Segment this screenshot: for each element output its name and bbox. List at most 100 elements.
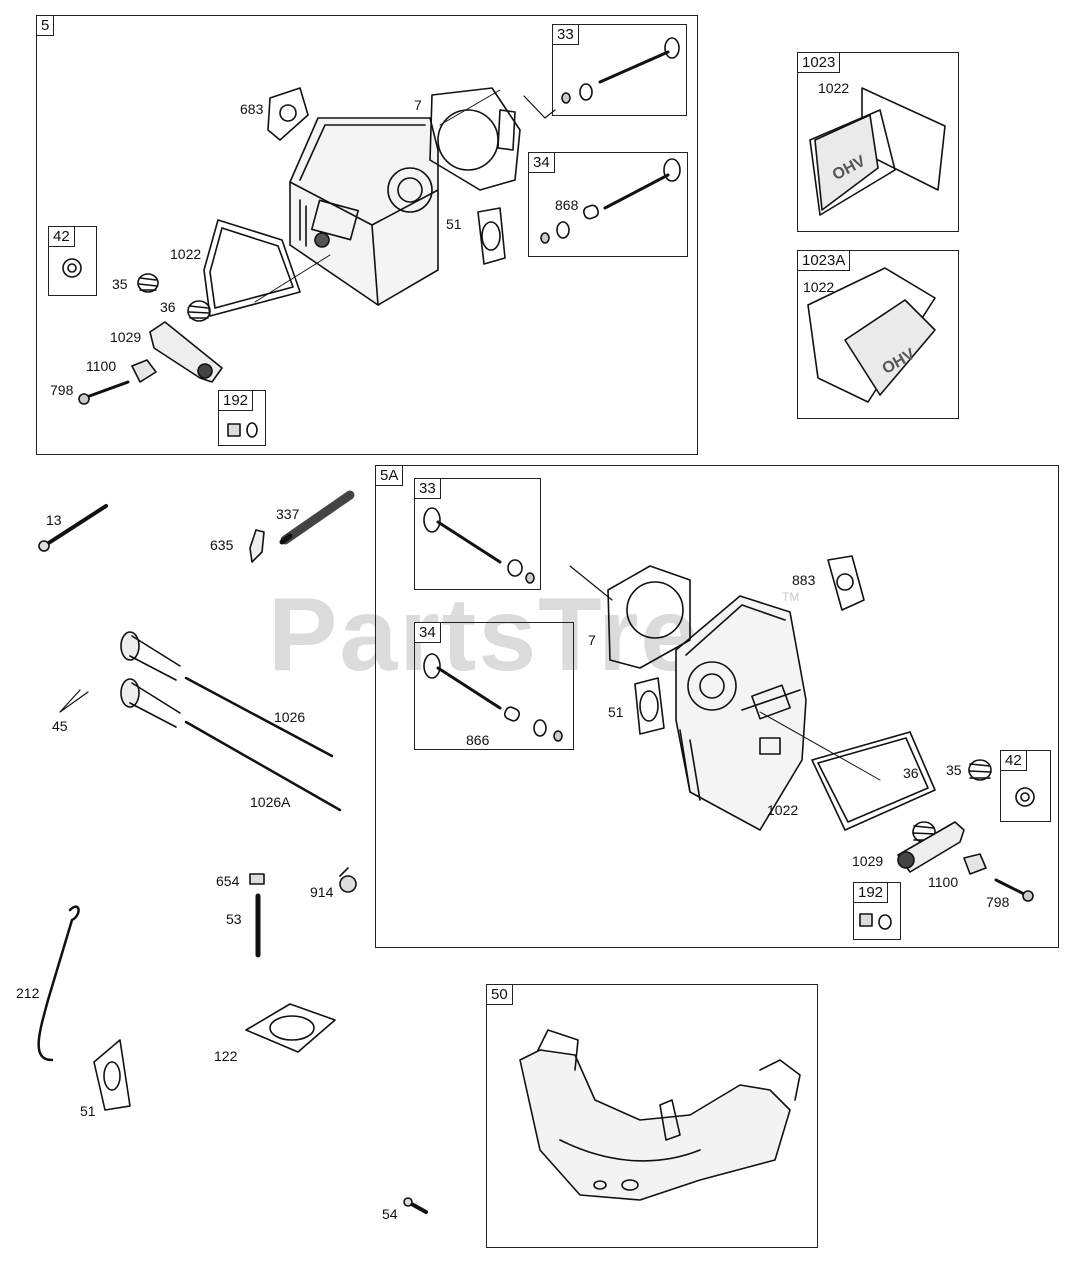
gasket-51-upper xyxy=(477,207,506,265)
group-34-upper-tag: 34 xyxy=(529,153,555,173)
callout-866-lower: 866 xyxy=(466,732,490,748)
group-34-lower-tag: 34 xyxy=(415,623,441,643)
nut-192-upper xyxy=(227,422,258,438)
spring-35-upper xyxy=(137,273,159,293)
callout-654: 654 xyxy=(216,873,240,889)
group-1023A: 1023A xyxy=(797,250,959,419)
callout-212: 212 xyxy=(16,985,40,1001)
callout-35-lower: 35 xyxy=(946,762,962,778)
valve-34-lower xyxy=(423,653,563,742)
group-192-lower-tag: 192 xyxy=(854,883,889,903)
pivot-1100-upper xyxy=(131,359,157,383)
nut-192-lower xyxy=(859,913,892,930)
callout-883-lower: 883 xyxy=(792,572,816,588)
group-33-upper: 33 xyxy=(552,24,687,116)
rocker-gasket-1022-upper xyxy=(203,219,301,317)
callout-798-upper: 798 xyxy=(50,382,74,398)
group-1023A-tag: 1023A xyxy=(798,251,851,271)
callout-51-lower: 51 xyxy=(608,704,624,720)
exhaust-gasket-683-upper xyxy=(267,87,309,141)
valve-33-upper xyxy=(561,37,680,104)
rocker-cover-1023: OHV xyxy=(809,87,946,216)
group-42-lower-tag: 42 xyxy=(1001,751,1027,771)
spring-35-lower xyxy=(968,759,992,781)
group-5A: 5A xyxy=(375,465,1059,948)
callout-683-upper: 683 xyxy=(240,101,264,117)
callout-337: 337 xyxy=(276,506,300,522)
callout-122: 122 xyxy=(214,1048,238,1064)
callout-868-upper: 868 xyxy=(555,197,579,213)
cylinder-head-lower xyxy=(675,595,807,831)
boot-635 xyxy=(249,529,265,563)
group-33-upper-tag: 33 xyxy=(553,25,579,45)
pivot-1100-lower xyxy=(963,853,987,875)
breather-914 xyxy=(339,867,357,893)
governor-link-212 xyxy=(37,905,80,1062)
spring-36-upper xyxy=(187,300,211,322)
group-5-tag: 5 xyxy=(37,16,55,36)
callout-1100-upper: 1100 xyxy=(86,358,117,374)
seal-42-lower xyxy=(1015,787,1035,807)
callout-1026A: 1026A xyxy=(250,794,291,810)
group-34-upper: 34 xyxy=(528,152,688,257)
watermark-tm: TM xyxy=(782,590,800,604)
group-5: 5 xyxy=(36,15,698,455)
callout-914: 914 xyxy=(310,884,334,900)
group-50-tag: 50 xyxy=(487,985,513,1005)
head-bolt-13 xyxy=(38,504,108,552)
callout-53: 53 xyxy=(226,911,242,927)
bolt-54 xyxy=(403,1197,428,1214)
callout-1029-upper: 1029 xyxy=(110,329,142,345)
callout-7-upper: 7 xyxy=(414,97,422,113)
callout-1026: 1026 xyxy=(274,709,306,725)
group-1023: 1023 xyxy=(797,52,959,232)
group-42-upper-tag: 42 xyxy=(49,227,75,247)
group-1023-tag: 1023 xyxy=(798,53,841,73)
callout-54: 54 xyxy=(382,1206,398,1222)
callout-51-loose: 51 xyxy=(80,1103,96,1119)
group-34-lower: 34 xyxy=(414,622,574,750)
rocker-arm-1029-upper xyxy=(149,321,223,383)
head-gasket-7-lower xyxy=(607,565,691,669)
rocker-gasket-1022-lower xyxy=(811,731,936,831)
pushrod-tappet-45 xyxy=(120,631,181,728)
gasket-51-loose xyxy=(93,1039,131,1111)
gasket-122 xyxy=(245,1003,336,1053)
group-192-lower: 192 xyxy=(853,882,901,940)
bolt-798-upper xyxy=(78,380,130,405)
group-5A-tag: 5A xyxy=(376,466,404,486)
spark-plug-337 xyxy=(279,490,355,545)
callout-51-upper: 51 xyxy=(446,216,462,232)
group-50: 50 xyxy=(486,984,818,1248)
callout-635: 635 xyxy=(210,537,234,553)
callout-36-upper: 36 xyxy=(160,299,176,315)
callout-13: 13 xyxy=(46,512,62,528)
valve-34-upper xyxy=(540,158,681,244)
callout-36-lower: 36 xyxy=(903,765,919,781)
head-gasket-7-upper xyxy=(429,87,521,191)
exhaust-manifold-50 xyxy=(519,1029,801,1201)
callout-1022-upper: 1022 xyxy=(170,246,202,262)
gasket-51-lower xyxy=(634,677,665,735)
bolt-798-lower xyxy=(994,878,1034,902)
group-33-lower: 33 xyxy=(414,478,541,590)
pushrod-1026A xyxy=(184,720,342,812)
callout-1022-coverA: 1022 xyxy=(803,279,835,295)
group-192-upper: 192 xyxy=(218,390,266,446)
exhaust-gasket-883-lower xyxy=(827,555,865,611)
group-42-upper: 42 xyxy=(48,226,97,296)
callout-7-lower: 7 xyxy=(588,632,596,648)
callout-45: 45 xyxy=(52,718,68,734)
pushrod-1026 xyxy=(184,676,334,758)
valve-33-lower xyxy=(423,507,535,584)
seal-42-upper xyxy=(62,258,82,278)
callout-35-upper: 35 xyxy=(112,276,128,292)
callout-798-lower: 798 xyxy=(986,894,1010,910)
callout-1022-cover: 1022 xyxy=(818,80,850,96)
group-192-upper-tag: 192 xyxy=(219,391,254,411)
cylinder-head-upper xyxy=(289,117,439,306)
group-33-lower-tag: 33 xyxy=(415,479,441,499)
callout-1029-lower: 1029 xyxy=(852,853,884,869)
callout-1022-lower: 1022 xyxy=(767,802,799,818)
